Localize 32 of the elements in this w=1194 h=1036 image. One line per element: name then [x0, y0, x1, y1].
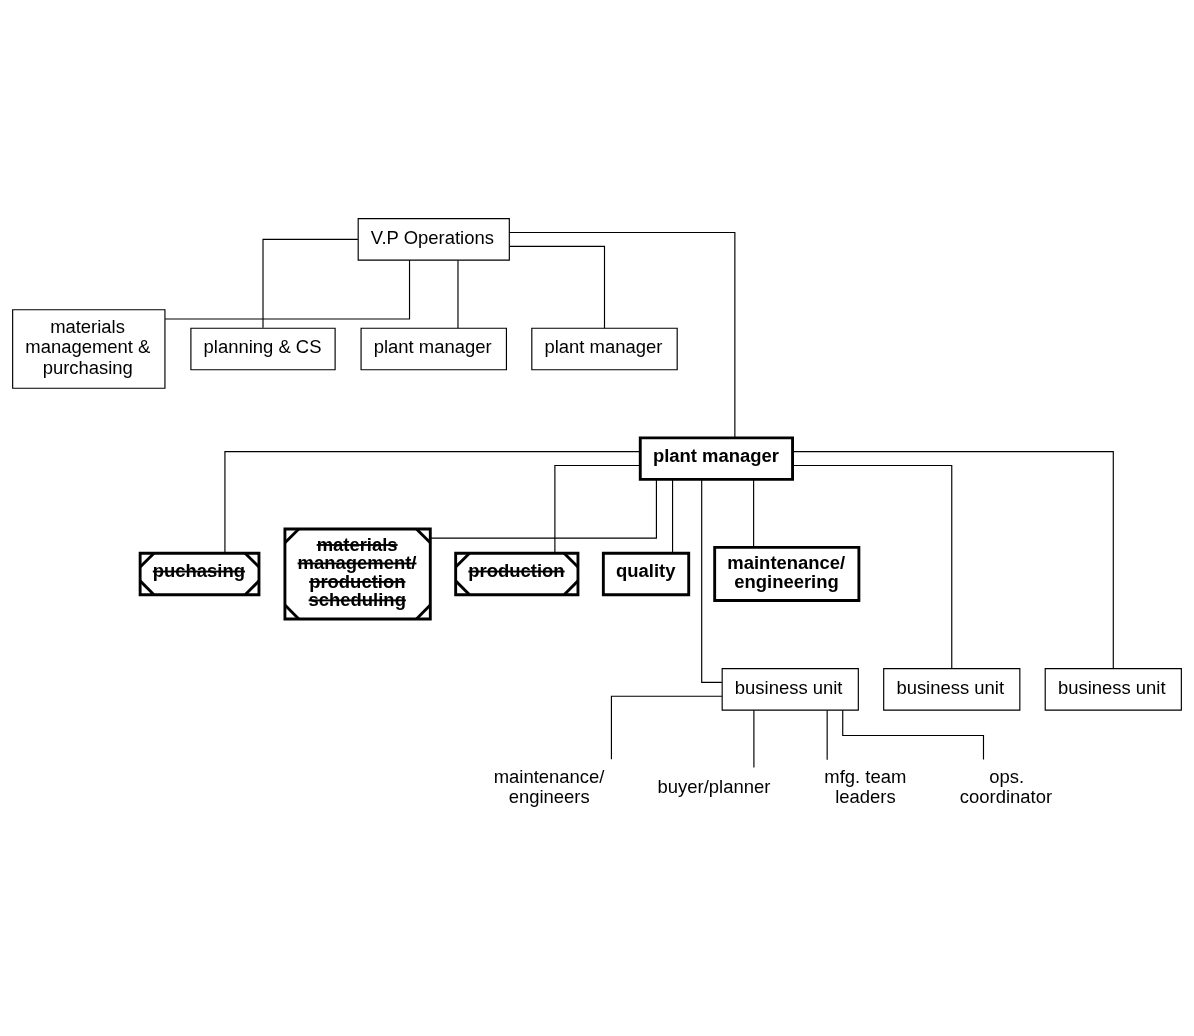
connector — [509, 245, 606, 329]
node-box: quality — [601, 551, 691, 597]
connector — [508, 231, 736, 439]
connector — [224, 451, 641, 554]
connector — [262, 238, 359, 329]
connector — [842, 709, 985, 761]
connector — [792, 464, 953, 669]
connector — [826, 709, 828, 761]
node-text: buyer/planner — [657, 775, 771, 797]
connector — [610, 695, 723, 760]
node-text: ops. coordinator — [959, 765, 1053, 808]
node-text: maintenance/ engineers — [493, 765, 605, 808]
connector — [672, 479, 674, 554]
node-box: business unit — [1044, 668, 1182, 711]
connector — [753, 479, 755, 548]
node-box: planning & CS — [190, 327, 336, 371]
node-box: plant manager — [638, 436, 794, 481]
connector — [701, 479, 723, 683]
node-box: business unit — [721, 668, 859, 711]
node-box: V.P Operations — [357, 218, 510, 261]
connector — [164, 259, 411, 320]
node-box: business unit — [883, 668, 1021, 711]
connector — [753, 709, 755, 769]
node-box: plant manager — [360, 327, 507, 371]
connector — [457, 259, 459, 329]
node-text: mfg. team leaders — [824, 765, 907, 808]
connector — [554, 464, 641, 554]
node-box: plant manager — [531, 327, 678, 371]
connector — [792, 451, 1114, 669]
node-box: maintenance/ engineering — [713, 545, 861, 602]
connector — [429, 478, 657, 539]
node-box: materials management & purchasing — [12, 309, 166, 389]
